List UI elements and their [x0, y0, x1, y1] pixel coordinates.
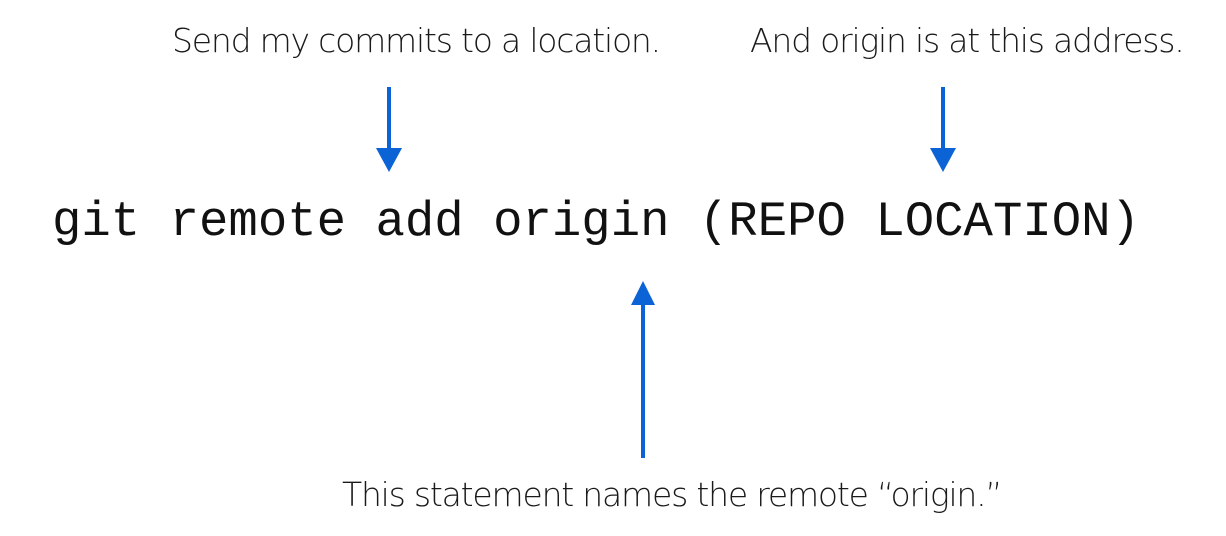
annotation-names-remote: This statement names the remote “origin.…: [342, 475, 1003, 514]
arrow-down-location: [930, 87, 956, 172]
annotation-send-commits: Send my commits to a location.: [172, 21, 661, 60]
arrow-down-remote: [376, 87, 402, 172]
arrow-up-origin: [631, 281, 655, 458]
annotation-origin-address: And origin is at this address.: [750, 21, 1185, 60]
git-command: git remote add origin (REPO LOCATION): [52, 194, 1140, 250]
